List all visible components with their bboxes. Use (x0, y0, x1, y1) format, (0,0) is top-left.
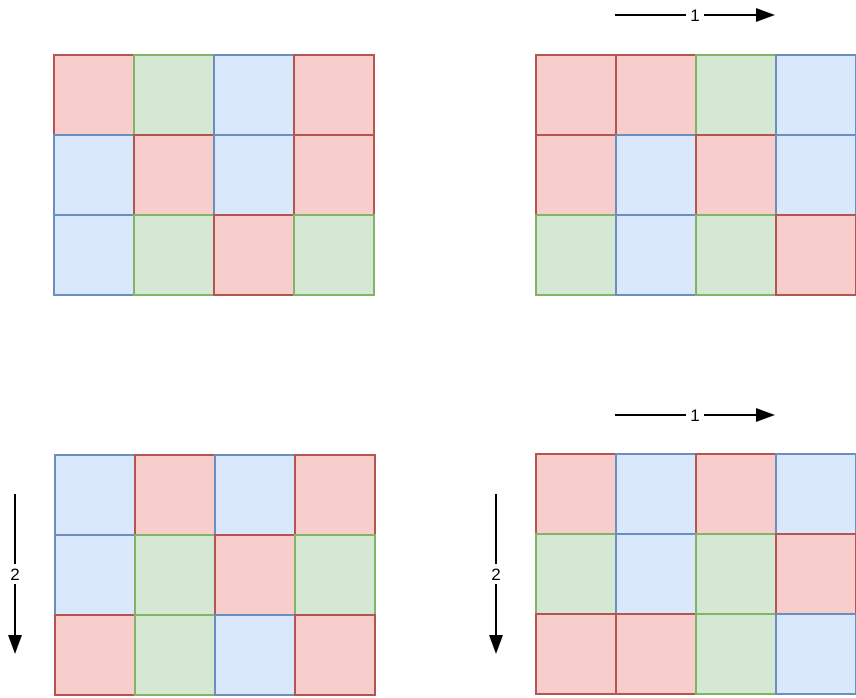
grid-cell-red (214, 534, 296, 616)
grid-cell-red (535, 453, 617, 535)
grid-cell-red (535, 613, 617, 695)
grid-cell-blue (615, 533, 697, 615)
arrow-label-background (686, 5, 704, 25)
grid-cell-blue (615, 134, 697, 216)
arrow-label-background (686, 405, 704, 425)
grid-cell-green (293, 214, 375, 296)
grid-cell-blue (53, 134, 135, 216)
arrow-label: 2 (10, 565, 19, 584)
grid-cell-red (535, 134, 617, 216)
grid-cell-blue (615, 453, 697, 535)
grid-cell-blue (54, 534, 136, 616)
grid-top-right (535, 54, 856, 296)
grid-cell-blue (53, 214, 135, 296)
grid-cell-blue (775, 613, 856, 695)
grid-cell-red (294, 454, 376, 536)
grid-cell-red (133, 134, 215, 216)
arrowhead-right-icon (756, 408, 775, 422)
grid-cell-red (294, 614, 376, 696)
arrow-label: 1 (690, 406, 699, 425)
grid-cell-green (695, 613, 777, 695)
shift-down-arrow-right: 2 (486, 494, 506, 654)
grid-cell-green (294, 534, 376, 616)
grid-cell-red (293, 54, 375, 136)
grid-cell-red (775, 214, 856, 296)
grid-cell-blue (54, 454, 136, 536)
grid-cell-red (535, 54, 617, 136)
grid-cell-red (213, 214, 295, 296)
arrow-label-background (486, 564, 506, 584)
grid-bottom-left (54, 454, 376, 696)
grid-cell-green (695, 54, 777, 136)
grid-cell-blue (213, 54, 295, 136)
grid-cell-green (695, 214, 777, 296)
arrow-label: 2 (491, 565, 500, 584)
grid-cell-red (293, 134, 375, 216)
grid-cell-red (695, 134, 777, 216)
grid-cell-red (695, 453, 777, 535)
grid-cell-green (134, 534, 216, 616)
grid-cell-blue (775, 54, 856, 136)
grid-cell-green (535, 214, 617, 296)
shift-down-arrow-left: 2 (5, 494, 25, 654)
arrowhead-right-icon (756, 8, 775, 22)
arrow-label: 1 (690, 6, 699, 25)
grid-cell-green (134, 614, 216, 696)
shift-right-arrow-top: 1 (615, 5, 775, 25)
grid-cell-blue (775, 134, 856, 216)
arrowhead-down-icon (8, 635, 22, 654)
grid-cell-blue (214, 454, 296, 536)
arrowhead-down-icon (489, 635, 503, 654)
grid-cell-green (695, 533, 777, 615)
grid-bottom-right (535, 453, 856, 695)
grid-cell-blue (615, 214, 697, 296)
grid-cell-blue (775, 453, 856, 535)
shift-right-arrow-bottom: 1 (615, 405, 775, 425)
grid-cell-blue (214, 614, 296, 696)
grid-cell-red (134, 454, 216, 536)
grid-cell-red (775, 533, 856, 615)
grid-cell-red (615, 54, 697, 136)
grid-cell-green (133, 54, 215, 136)
grid-top-left (53, 54, 375, 296)
grid-cell-green (133, 214, 215, 296)
grid-cell-blue (213, 134, 295, 216)
grid-cell-red (54, 614, 136, 696)
grid-cell-red (615, 613, 697, 695)
grid-cell-red (53, 54, 135, 136)
arrow-label-background (5, 564, 25, 584)
grid-cell-green (535, 533, 617, 615)
